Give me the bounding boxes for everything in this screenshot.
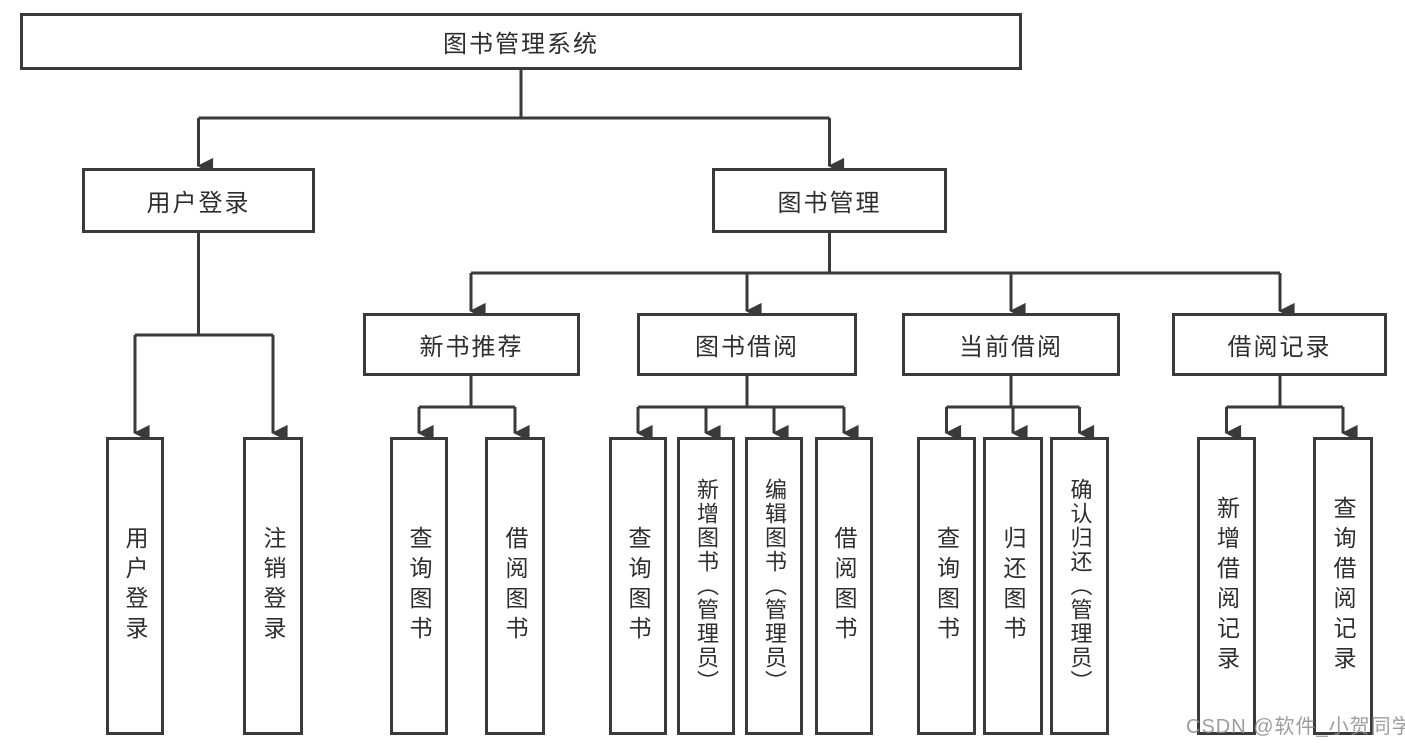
leaf-edit-book-admin: 编辑图书（管理员） [745, 437, 803, 735]
leaf-add-book-admin-label: 新增图书（管理员） [694, 478, 719, 694]
leaf-user-login-label: 用户登录 [122, 526, 148, 646]
leaf-borrow-books-1-label: 借阅图书 [502, 526, 528, 646]
node-user-login-label: 用户登录 [146, 190, 251, 217]
node-book-borrow: 图书借阅 [637, 313, 857, 376]
node-current-borrow: 当前借阅 [902, 313, 1120, 376]
leaf-query-books-1-label: 查询图书 [406, 526, 432, 646]
leaf-add-borrow-record: 新增借阅记录 [1197, 437, 1256, 735]
root-connector [198, 70, 830, 120]
node-book-management-label: 图书管理 [777, 190, 882, 217]
current-borrow-connector [946, 376, 1080, 409]
leaf-return-book-label: 归还图书 [1000, 526, 1026, 646]
leaf-confirm-return-admin: 确认归还（管理员） [1050, 437, 1109, 735]
leaf-query-books-3-label: 查询图书 [933, 526, 960, 646]
node-new-book-label: 新书推荐 [419, 334, 524, 361]
node-user-login: 用户登录 [82, 168, 315, 233]
leaf-confirm-return-admin-label: 确认归还（管理员） [1067, 478, 1093, 694]
leaf-query-books-2: 查询图书 [609, 437, 667, 735]
csdn-watermark: CSDN @软件_小贺同学 [1186, 716, 1405, 738]
user-login-connector [135, 233, 273, 337]
leaf-query-borrow-record-label: 查询借阅记录 [1330, 496, 1356, 676]
leaf-borrow-books-2-label: 借阅图书 [831, 526, 857, 646]
leaf-edit-book-admin-label: 编辑图书（管理员） [762, 478, 787, 694]
leaf-query-books-1: 查询图书 [390, 437, 448, 735]
borrow-records-connector [1226, 376, 1343, 409]
leaf-borrow-books-1: 借阅图书 [485, 437, 545, 735]
node-root-label: 图书管理系统 [443, 31, 599, 58]
leaf-query-borrow-record: 查询借阅记录 [1313, 437, 1373, 735]
leaf-logout: 注销登录 [243, 437, 303, 735]
leaf-borrow-books-2: 借阅图书 [815, 437, 873, 735]
node-new-book-recommend: 新书推荐 [363, 313, 580, 376]
leaf-return-book: 归还图书 [983, 437, 1043, 735]
book-management-connector [471, 233, 1280, 275]
node-borrow-records: 借阅记录 [1172, 313, 1387, 376]
leaf-user-login: 用户登录 [106, 437, 164, 735]
leaf-add-borrow-record-label: 新增借阅记录 [1213, 496, 1240, 676]
node-current-borrow-label: 当前借阅 [959, 334, 1063, 361]
node-root: 图书管理系统 [20, 13, 1022, 70]
leaf-add-book-admin: 新增图书（管理员） [677, 437, 735, 735]
new-book-connector [419, 376, 515, 409]
book-borrow-connector [638, 376, 844, 409]
node-book-management: 图书管理 [712, 168, 947, 233]
leaf-query-books-3: 查询图书 [917, 437, 976, 735]
node-borrow-records-label: 借阅记录 [1227, 334, 1332, 361]
leaf-query-books-2-label: 查询图书 [625, 526, 651, 646]
leaf-logout-label: 注销登录 [260, 526, 286, 646]
node-book-borrow-label: 图书借阅 [695, 334, 799, 361]
